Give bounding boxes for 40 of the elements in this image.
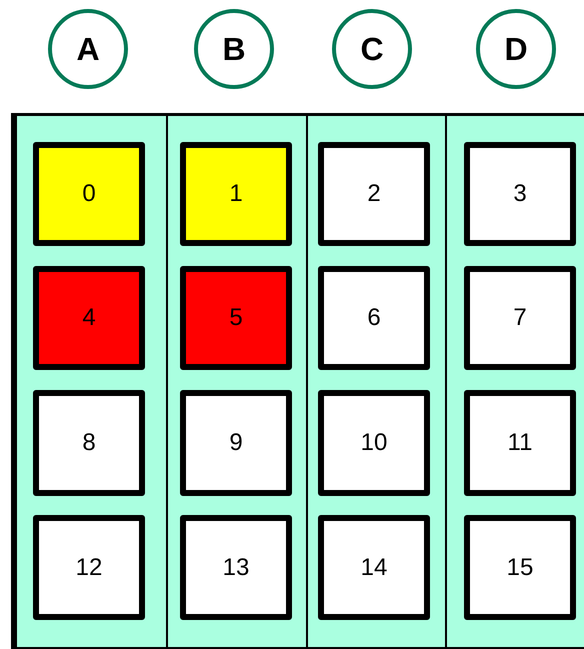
number-tile bbox=[33, 515, 145, 620]
grid-panel bbox=[11, 113, 584, 649]
tile-number: 6 bbox=[367, 304, 381, 332]
column-letter: C bbox=[360, 30, 384, 68]
column-band bbox=[306, 116, 445, 647]
number-tile bbox=[464, 142, 576, 246]
tile-number: 1 bbox=[229, 180, 243, 208]
tile-number: 14 bbox=[360, 554, 388, 582]
tile-number: 9 bbox=[229, 429, 243, 457]
number-tile bbox=[464, 515, 576, 620]
number-tile bbox=[33, 142, 145, 246]
tile-number: 3 bbox=[513, 180, 527, 208]
column-letter: D bbox=[504, 30, 528, 68]
number-tile bbox=[180, 515, 292, 620]
number-tile bbox=[33, 390, 145, 496]
tile-number: 8 bbox=[82, 429, 96, 457]
number-tile bbox=[464, 390, 576, 496]
number-tile bbox=[33, 266, 145, 370]
tile-number: 7 bbox=[513, 304, 527, 332]
number-tile bbox=[180, 390, 292, 496]
tile-number: 10 bbox=[360, 429, 388, 457]
number-tile bbox=[318, 390, 430, 496]
column-band bbox=[445, 116, 584, 647]
tile-number: 12 bbox=[76, 554, 102, 582]
number-tile bbox=[318, 142, 430, 246]
tile-number: 11 bbox=[508, 429, 532, 457]
number-tile bbox=[318, 266, 430, 370]
tile-number: 5 bbox=[229, 304, 243, 332]
number-tile bbox=[180, 266, 292, 370]
tile-number: 0 bbox=[82, 180, 96, 208]
tile-number: 2 bbox=[367, 180, 381, 208]
column-band bbox=[166, 116, 306, 647]
tile-number: 15 bbox=[506, 554, 534, 582]
column-letter: A bbox=[76, 30, 100, 68]
column-letter: B bbox=[222, 30, 246, 68]
number-tile bbox=[318, 515, 430, 620]
tile-number: 4 bbox=[82, 304, 96, 332]
tile-number: 13 bbox=[222, 554, 250, 582]
number-tile bbox=[180, 142, 292, 246]
number-tile bbox=[464, 266, 576, 370]
